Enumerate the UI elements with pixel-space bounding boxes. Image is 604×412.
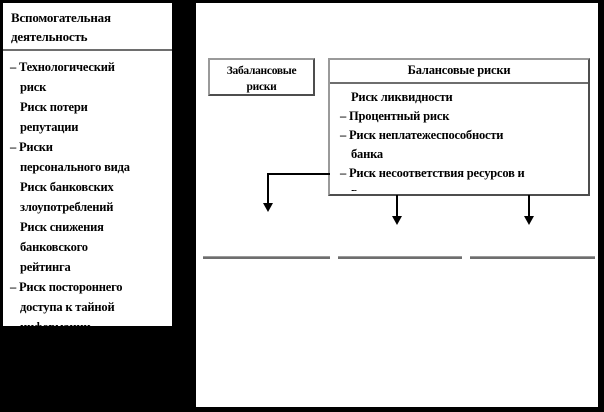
balance-risk-text: Процентный риск <box>349 109 450 123</box>
risk-item: доступа к тайной <box>10 297 166 317</box>
risk-text: злоупотреблений <box>20 200 114 214</box>
risk-text: банковского <box>20 240 88 254</box>
risk-text: персонального вида <box>20 160 130 174</box>
balance-risk-text: Риск неплатежеспособности <box>349 128 504 142</box>
connector-vertical-1 <box>267 173 269 205</box>
risk-text: Риск постороннего <box>19 280 123 294</box>
offbalance-risks-line1: Забалансовые <box>226 65 297 77</box>
connector-horizontal-left <box>267 173 330 175</box>
left-panel-divider <box>3 49 172 51</box>
balance-risks-title: Балансовые риски <box>407 63 511 77</box>
risk-item: рейтинга <box>10 257 166 277</box>
risk-text: Риски <box>19 140 53 154</box>
balance-risk-item: – Процентный риск <box>340 107 584 126</box>
balance-risks-list: Риск ликвидности – Процентный риск – Рис… <box>330 84 588 191</box>
risk-text: информации <box>20 320 91 326</box>
risk-marker: – <box>10 60 17 74</box>
risk-item: злоупотреблений <box>10 197 166 217</box>
risk-text: Риск потери <box>20 100 88 114</box>
risk-item: Риск банковских <box>10 177 166 197</box>
risk-marker: – <box>10 280 17 294</box>
connector-vertical-3 <box>528 195 530 218</box>
risk-item: банковского <box>10 237 166 257</box>
risk-text: репутации <box>20 120 79 134</box>
stub-box-2 <box>338 256 462 259</box>
balance-box-divider <box>330 82 588 84</box>
stub-box-1 <box>203 256 330 259</box>
risk-item: информации <box>10 317 166 326</box>
risk-text: Риск снижения <box>20 220 104 234</box>
risk-text: Риск банковских <box>20 180 114 194</box>
risk-item: риск <box>10 77 166 97</box>
balance-risks-box: Балансовые риски Риск ликвидности – Проц… <box>328 58 590 196</box>
auxiliary-activity-header: Вспомогательная деятельность <box>3 3 172 49</box>
balance-risk-item-clipped: в <box>340 183 584 191</box>
arrow-head-3 <box>524 216 534 225</box>
balance-risk-item: банка <box>340 145 584 164</box>
risk-item: – Технологический <box>10 57 166 77</box>
risk-item: персонального вида <box>10 157 166 177</box>
auxiliary-risk-list: – Технологический риск Риск потери репут… <box>3 53 172 326</box>
balance-risk-marker: – <box>340 128 347 142</box>
risk-item: репутации <box>10 117 166 137</box>
balance-risk-marker: – <box>340 109 347 123</box>
balance-risk-marker: – <box>340 166 347 180</box>
balance-risk-item: – Риск неплатежеспособности <box>340 126 584 145</box>
risk-text: рейтинга <box>20 260 71 274</box>
risk-text: доступа к тайной <box>20 300 115 314</box>
risk-item: – Риск постороннего <box>10 277 166 297</box>
balance-risks-panel: Забалансовые риски Балансовые риски Риск… <box>196 3 598 407</box>
offbalance-risks-box: Забалансовые риски <box>208 58 315 96</box>
risk-text: риск <box>20 80 47 94</box>
balance-risk-text: банка <box>351 147 383 161</box>
balance-risk-item: Риск ликвидности <box>340 88 584 107</box>
balance-risk-item: – Риск несоответствия ресурсов и <box>340 164 584 183</box>
stub-box-3 <box>470 256 595 259</box>
arrow-head-2 <box>392 216 402 225</box>
balance-risk-text: Риск несоответствия ресурсов и <box>349 166 525 180</box>
risk-text: Технологический <box>19 60 115 74</box>
offbalance-risks-line2: риски <box>246 81 277 93</box>
risk-item: Риск снижения <box>10 217 166 237</box>
balance-risk-text: в <box>351 185 358 191</box>
auxiliary-activity-panel: Вспомогательная деятельность – Технологи… <box>3 3 172 326</box>
risk-marker: – <box>10 140 17 154</box>
arrow-head-1 <box>263 203 273 212</box>
auxiliary-activity-title: Вспомогательная деятельность <box>11 10 111 44</box>
connector-vertical-2 <box>396 195 398 218</box>
risk-item: Риск потери <box>10 97 166 117</box>
balance-risk-text: Риск ликвидности <box>351 90 453 104</box>
risk-item: – Риски <box>10 137 166 157</box>
